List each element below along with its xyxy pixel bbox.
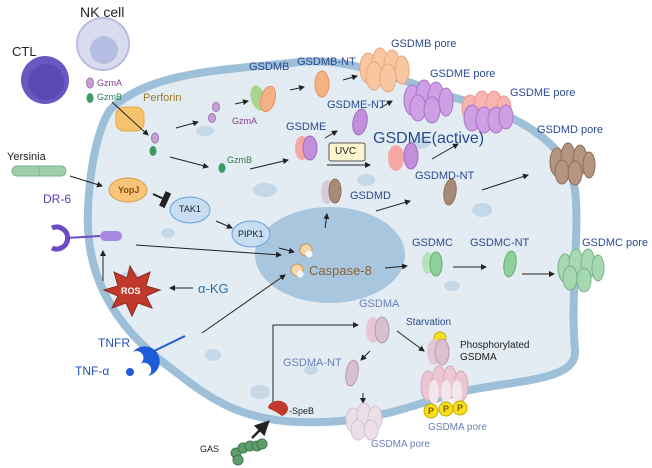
gsdmc-label: GSDMC (412, 237, 453, 249)
phospho-symbol: P (428, 406, 435, 416)
dr6-receptor (50, 224, 71, 252)
gsdmc-pore (557, 248, 605, 293)
gsdme-active-label: GSDME(active) (373, 130, 485, 147)
phospho-symbol: P (457, 403, 464, 413)
uvc-box (328, 142, 366, 162)
gzmb-icon (86, 93, 94, 103)
tnfr-receptor (133, 346, 160, 376)
uvc-label: UVC (335, 146, 357, 157)
tak1-protein (169, 196, 211, 224)
ctl-cell (21, 56, 69, 104)
speb-label: -SpeB (289, 406, 315, 416)
gas-bacteria-chain (230, 438, 268, 466)
gzma-dimer-icon (212, 102, 220, 112)
tnfa-label: TNF-α (75, 364, 110, 378)
dr6-intracellular-domain (100, 231, 122, 241)
gsdmd-protein (321, 178, 342, 204)
ros-burst (102, 264, 162, 318)
gsdme-active-protein (388, 142, 419, 171)
nk-cell-label: NK cell (80, 4, 125, 20)
gsdmc-protein (422, 251, 443, 277)
starvation-label: Starvation (406, 317, 452, 328)
gsdma-label: GSDMA (359, 298, 400, 310)
gsdme-nt-protein (352, 108, 368, 136)
gsdmd-nt-label: GSDMD-NT (415, 170, 475, 182)
gsdme-pore-1-label: GSDME pore (430, 68, 496, 80)
gsdmd-pore (549, 142, 596, 186)
gzmb-inner-label: GzmB (227, 155, 253, 165)
nk-cell (76, 17, 130, 71)
gsdmd-nt-protein (443, 178, 457, 206)
gsdme-label: GSDME (286, 121, 327, 133)
caspase8-label: Caspase-8 (309, 263, 372, 278)
phospho-gsdma-label-line1: Phosphorylated (460, 340, 530, 351)
gsdmb-pore (359, 47, 410, 93)
gsdma-pore-2-label: GSDMA pore (428, 422, 487, 433)
gsdma-nt-label: GSDMA-NT (283, 357, 342, 369)
tnf-alpha-ligand (126, 368, 134, 376)
gzma-dimer-icon (208, 113, 216, 123)
gsdmc-nt-protein (503, 250, 517, 278)
phospho-symbol: P (443, 404, 450, 414)
tak1-label: TAK1 (179, 204, 201, 214)
gsdma-pore-2 (420, 365, 469, 404)
gzmb-label: GzmB (97, 92, 123, 102)
ctl-label: CTL (12, 44, 37, 59)
gsdme-pore-2-label: GSDME pore (510, 87, 576, 99)
phospho-gsdma-label-line2: GSDMA (460, 352, 497, 363)
gzmb-inner-icon (218, 163, 226, 173)
gzma-label: GzmA (97, 78, 123, 88)
pipk1-protein (231, 220, 271, 248)
akg-label: α-KG (198, 281, 229, 296)
gsdme-protein (295, 135, 318, 161)
gsdmb-protein (250, 85, 277, 113)
gsdmb-nt-label: GSDMB-NT (297, 56, 356, 68)
gsdmd-pore-label: GSDMD pore (537, 124, 604, 136)
pipk1-label: PIPK1 (238, 229, 264, 239)
gsdmb-pore-label: GSDMB pore (391, 38, 457, 50)
gsdme-pore-1 (403, 79, 454, 124)
gsdmb-nt-protein (314, 70, 330, 98)
caspase8-icon-dot (296, 270, 304, 278)
gzma-inner-icon (151, 132, 159, 144)
gzma-inner-label: GzmA (232, 116, 258, 126)
gsdmc-pore-label: GSDMC pore (582, 237, 649, 249)
nucleus (255, 207, 405, 303)
gsdmd-label: GSDMD (350, 190, 391, 202)
caspase8-icon-dot (305, 250, 313, 258)
phosphorylated-gsdma (427, 331, 450, 366)
gsdmb-label: GSDMB (249, 61, 290, 73)
tnfr-label: TNFR (98, 336, 130, 350)
gsdma-pore-1-label: GSDMA pore (371, 439, 430, 450)
gsdma-pore-1 (345, 402, 383, 441)
yopj-label: YopJ (118, 185, 140, 195)
perforin-label: Perforin (143, 92, 182, 104)
gzmb-inner-icon (149, 146, 157, 156)
gzma-icon (86, 77, 94, 89)
gsdme-pore-2 (461, 90, 514, 134)
phospho-groups (423, 400, 468, 419)
gsdme-nt-label: GSDME-NT (327, 99, 386, 111)
gsdma-protein (366, 316, 390, 344)
yopj-protein (108, 177, 148, 203)
gas-label: GAS (200, 444, 220, 454)
gsdma-nt-protein (345, 359, 359, 387)
yersinia-label: Yersinia (7, 151, 46, 163)
ros-label: ROS (121, 286, 141, 296)
gsdmc-nt-label: GSDMC-NT (470, 237, 530, 249)
speb-protease (268, 400, 288, 416)
dr6-label: DR-6 (43, 192, 72, 206)
